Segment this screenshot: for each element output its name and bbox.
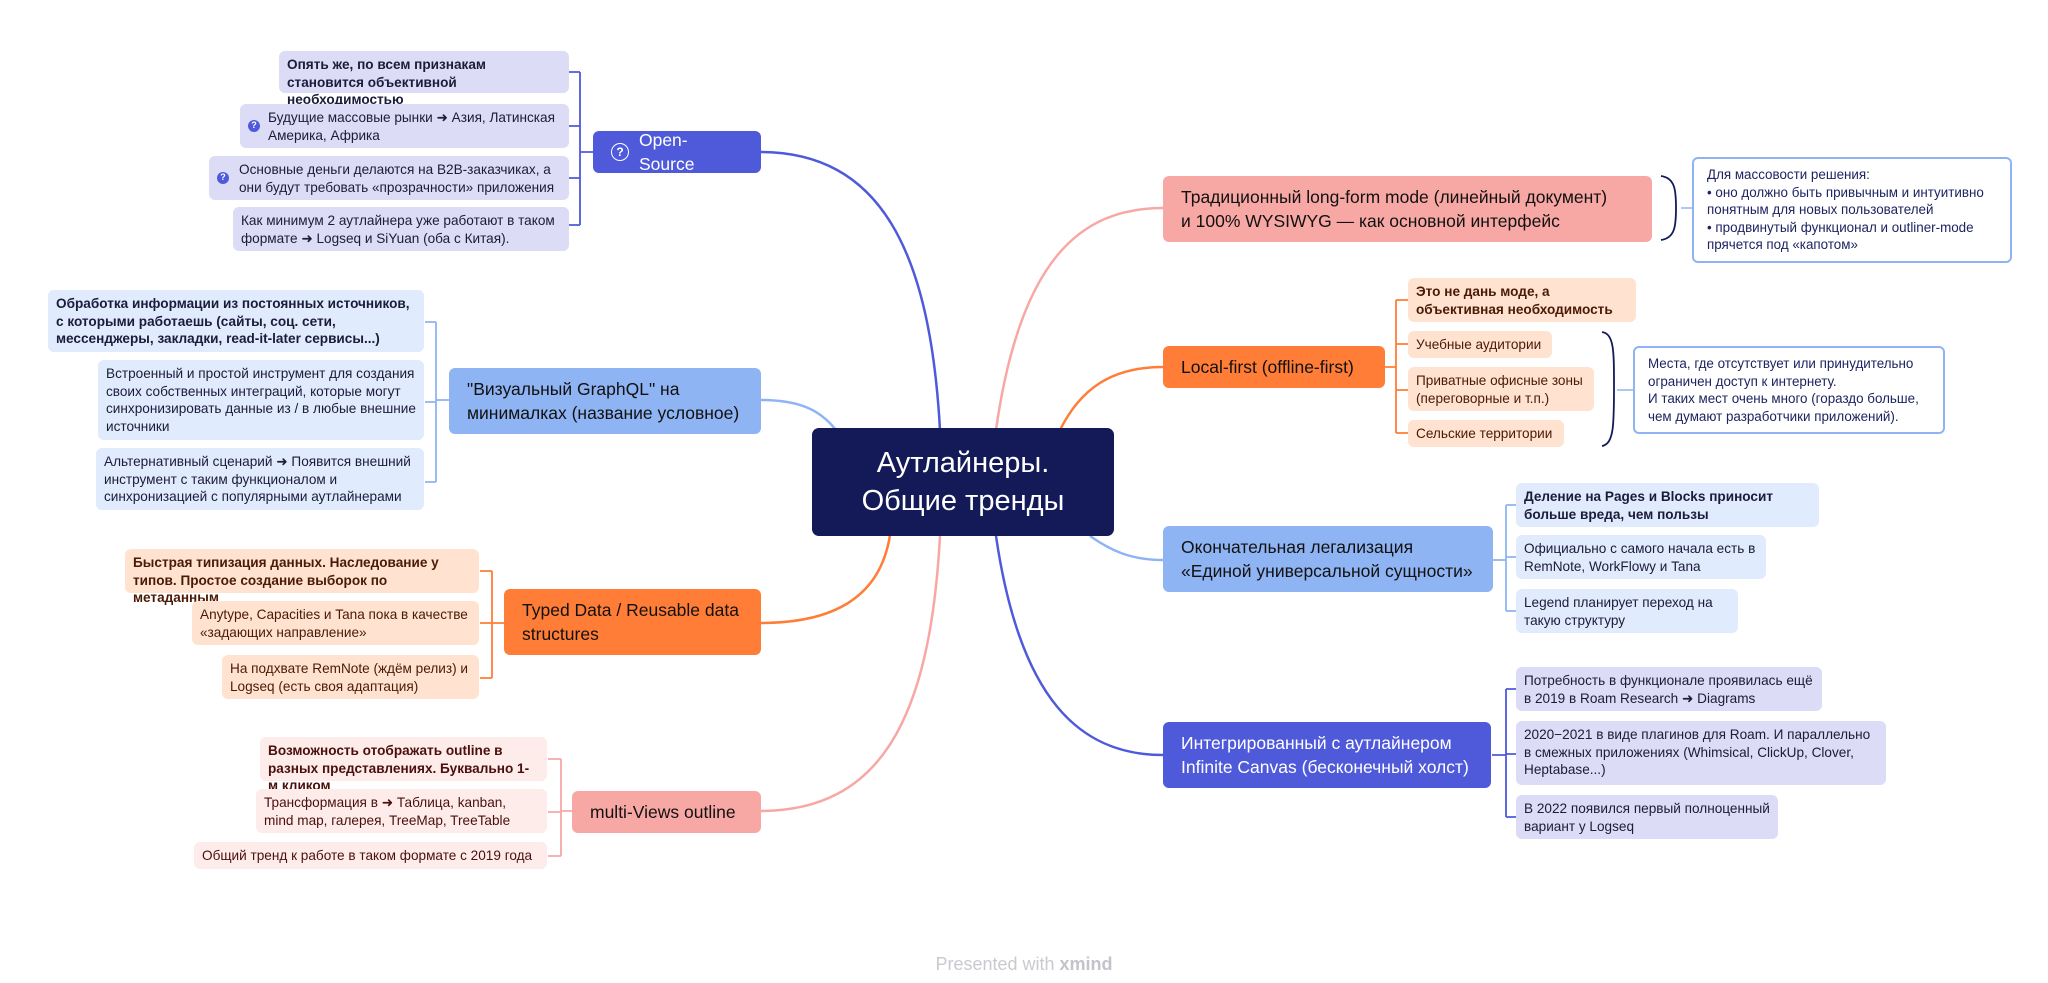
- subtopic-legalization-1[interactable]: Деление на Pages и Blocks приносит больш…: [1516, 483, 1819, 527]
- link-local-first: [1058, 365, 1164, 431]
- subtopic-local-first-2[interactable]: Учебные аудитории: [1408, 331, 1552, 358]
- topic-open-source[interactable]: ? Open-Source: [593, 130, 761, 174]
- footer-prefix: Presented with: [935, 954, 1055, 974]
- callout-mass-adoption[interactable]: Для массовости решения: • оно должно быт…: [1692, 157, 2012, 263]
- subtopic-multi-views-2[interactable]: Трансформация в ➜ Таблица, kanban, mind …: [256, 789, 547, 833]
- topic-infinite-canvas[interactable]: Интегрированный с аутлайнером Infinite C…: [1163, 722, 1491, 788]
- subtopic-canvas-3[interactable]: В 2022 появился первый полноценный вариа…: [1516, 795, 1778, 839]
- subtopic-legalization-2[interactable]: Официально с самого начала есть в RemNot…: [1516, 535, 1766, 579]
- subtopic-typed-data-1[interactable]: Быстрая типизация данных. Наследование у…: [125, 549, 479, 605]
- link-open-source: [759, 150, 942, 431]
- central-topic-line1: Аутлайнеры.: [876, 447, 1050, 479]
- question-circle-icon: ?: [611, 143, 629, 161]
- subtopic-open-source-1[interactable]: Опять же, по всем признакам становится о…: [279, 51, 569, 107]
- question-icon: ?: [248, 120, 260, 132]
- subtopic-graphql-3[interactable]: Альтернативный сценарий ➜ Появится внешн…: [96, 448, 424, 510]
- topic-typed-data[interactable]: Typed Data / Reusable data structures: [504, 589, 761, 655]
- subtopic-legalization-3[interactable]: Legend планирует переход на такую структ…: [1516, 589, 1738, 633]
- subtopic-multi-views-3[interactable]: Общий тренд к работе в таком формате с 2…: [194, 842, 547, 869]
- topic-visual-graphql[interactable]: "Визуальный GraphQL" на минималках (назв…: [449, 368, 761, 434]
- presented-with-footer: Presented with xmind: [0, 954, 2048, 975]
- subtopic-typed-data-2[interactable]: Anytype, Capacities и Tana пока в качест…: [192, 601, 479, 645]
- subtopic-local-first-1[interactable]: Это не дань моде, а объективная необходи…: [1408, 278, 1636, 322]
- subtopic-graphql-2[interactable]: Встроенный и простой инструмент для созд…: [98, 360, 424, 440]
- topic-local-first[interactable]: Local-first (offline-first): [1163, 346, 1385, 388]
- topic-multi-views[interactable]: multi-Views outline: [572, 791, 761, 833]
- subtopic-open-source-3[interactable]: ? Основные деньги делаются на B2B-заказч…: [209, 156, 569, 200]
- xmind-logo: xmind: [1059, 954, 1113, 974]
- subtopic-open-source-2[interactable]: ? Будущие массовые рынки ➜ Азия, Латинск…: [240, 104, 569, 148]
- link-legalization: [1089, 534, 1164, 562]
- subtopic-local-first-3[interactable]: Приватные офисные зоны (переговорные и т…: [1408, 367, 1594, 411]
- topic-traditional-long-form[interactable]: Традиционный long-form mode (линейный до…: [1163, 176, 1652, 242]
- link-multi-views: [759, 535, 942, 813]
- subtopic-multi-views-1[interactable]: Возможность отображать outline в разных …: [260, 737, 547, 793]
- topic-open-source-label: Open-Source: [638, 130, 695, 174]
- topic-legalization[interactable]: Окончательная легализация «Единой универ…: [1163, 526, 1493, 592]
- subtopic-open-source-4[interactable]: Как минимум 2 аутлайнера уже работают в …: [233, 207, 569, 251]
- subtopic-typed-data-3[interactable]: На подхвате RemNote (ждём релиз) и Logse…: [222, 655, 479, 699]
- subtopic-canvas-2[interactable]: 2020−2021 в виде плагинов для Roam. И па…: [1516, 721, 1886, 785]
- subtopic-local-first-4[interactable]: Сельские территории: [1408, 420, 1564, 447]
- link-graphql: [759, 398, 837, 431]
- central-topic-line2: Общие тренды: [861, 485, 1065, 517]
- link-traditional: [994, 206, 1164, 431]
- callout-no-internet-places[interactable]: Места, где отсутствует или принудительно…: [1633, 346, 1945, 434]
- question-icon: ?: [217, 172, 229, 184]
- subtopic-graphql-1[interactable]: Обработка информации из постоянных источ…: [48, 290, 424, 352]
- link-typed-data: [759, 534, 892, 625]
- subtopic-canvas-1[interactable]: Потребность в функционале проявилась ещё…: [1516, 667, 1822, 711]
- central-topic[interactable]: Аутлайнеры. Общие тренды: [812, 428, 1114, 536]
- link-canvas: [994, 535, 1164, 757]
